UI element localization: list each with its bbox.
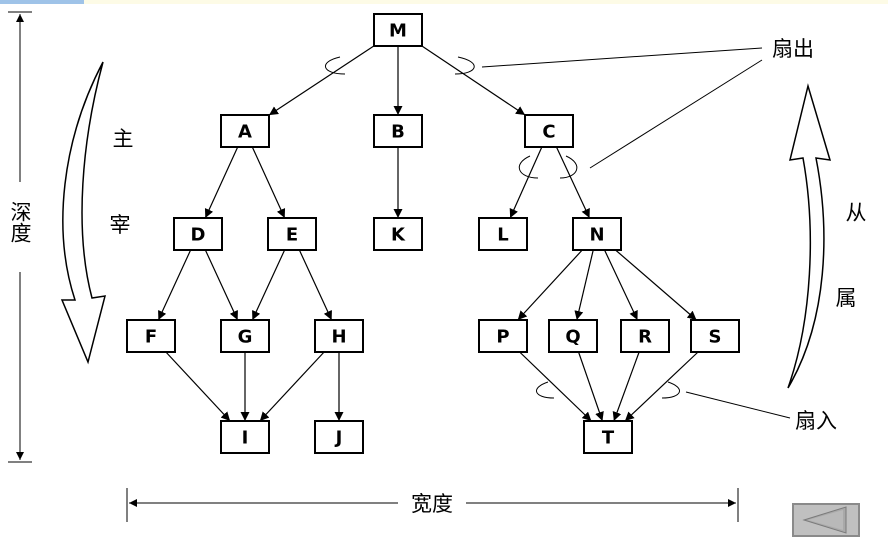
edge-d-f (157, 249, 192, 321)
node-p: P (478, 319, 528, 353)
node-label: H (331, 327, 346, 348)
node-label: I (242, 428, 249, 449)
node-box (690, 319, 740, 353)
fan-in-callout: 扇入 (536, 381, 837, 433)
dominate-label-2: 宰 (110, 213, 131, 237)
dominate-arrow: 主 宰 (60, 61, 134, 365)
node-n: N (572, 217, 622, 251)
node-label: L (497, 225, 508, 246)
node-label: P (496, 327, 509, 348)
edge-n-r (603, 249, 639, 321)
fan-in-label: 扇入 (795, 409, 837, 433)
node-j: J (314, 420, 364, 454)
depth-label-1: 深度 (8, 201, 32, 243)
subordinate-label-1: 从 (846, 201, 867, 225)
node-box (220, 319, 270, 353)
edge-d-g (204, 249, 239, 321)
node-k: K (373, 217, 423, 251)
width-dimension: 宽度 (126, 488, 739, 522)
node-box (314, 319, 364, 353)
node-s: S (690, 319, 740, 353)
node-box (620, 319, 670, 353)
edge-c-l (509, 146, 543, 219)
fan-out-callout: 扇出 (325, 37, 814, 179)
width-label: 宽度 (411, 492, 453, 516)
fan-out-label: 扇出 (772, 37, 814, 61)
node-box (126, 319, 176, 353)
subordinate-label-2: 属 (836, 286, 857, 310)
depth-dimension: 深度 (8, 11, 32, 463)
node-label: S (709, 327, 722, 348)
edge-e-h (298, 249, 333, 321)
top-bar (0, 0, 888, 4)
node-box (548, 319, 598, 353)
edge-q-t (577, 351, 604, 422)
node-box (373, 114, 423, 148)
node-box (267, 217, 317, 251)
node-box (173, 217, 223, 251)
node-b: B (373, 114, 423, 148)
node-label: T (602, 428, 615, 449)
node-r: R (620, 319, 670, 353)
edge-s-t (624, 351, 699, 422)
edge-n-p (517, 249, 583, 321)
node-box (373, 217, 423, 251)
edge-n-s (615, 249, 697, 321)
node-m: M (373, 13, 423, 47)
edge-m-c (421, 45, 526, 116)
node-box (524, 114, 574, 148)
triangle-left-icon (802, 506, 847, 534)
node-label: J (334, 428, 343, 449)
node-box (220, 114, 270, 148)
node-label: R (638, 327, 652, 348)
node-t: T (583, 420, 633, 454)
edge-n-q (574, 249, 594, 321)
subordinate-arrow: 从 属 (787, 83, 867, 389)
edge-f-i (165, 351, 231, 422)
edge-c-n (555, 146, 591, 219)
node-h: H (314, 319, 364, 353)
edge-h-i (259, 351, 325, 422)
node-q: Q (548, 319, 598, 353)
node-label: A (238, 122, 252, 143)
node-f: F (126, 319, 176, 353)
edge-r-t (612, 351, 640, 422)
node-box (583, 420, 633, 454)
node-g: G (220, 319, 270, 353)
node-c: C (524, 114, 574, 148)
node-box (478, 217, 528, 251)
node-label: D (191, 225, 206, 246)
node-label: Q (565, 327, 580, 348)
node-label: B (391, 122, 405, 143)
top-bar-accent (0, 0, 84, 4)
node-e: E (267, 217, 317, 251)
nodes: M A B C D E K L N F G H P Q R S I J T (126, 13, 740, 454)
node-label: C (542, 122, 555, 143)
edge-p-t (519, 351, 592, 422)
node-box (478, 319, 528, 353)
back-button[interactable] (792, 503, 860, 537)
edge-a-d (204, 146, 239, 219)
node-box (220, 420, 270, 454)
node-label: K (391, 225, 406, 246)
node-box (373, 13, 423, 47)
node-l: L (478, 217, 528, 251)
node-label: F (145, 327, 157, 348)
dominate-label-1: 主 (113, 127, 134, 151)
node-i: I (220, 420, 270, 454)
node-label: G (238, 327, 253, 348)
node-a: A (220, 114, 270, 148)
node-label: M (389, 21, 407, 42)
edge-a-e (251, 146, 286, 219)
edge-e-g (251, 249, 286, 321)
node-d: D (173, 217, 223, 251)
node-label: E (286, 225, 298, 246)
edges (157, 45, 699, 422)
node-label: N (589, 225, 604, 246)
node-box (314, 420, 364, 454)
edge-m-a (268, 45, 375, 116)
node-box (572, 217, 622, 251)
